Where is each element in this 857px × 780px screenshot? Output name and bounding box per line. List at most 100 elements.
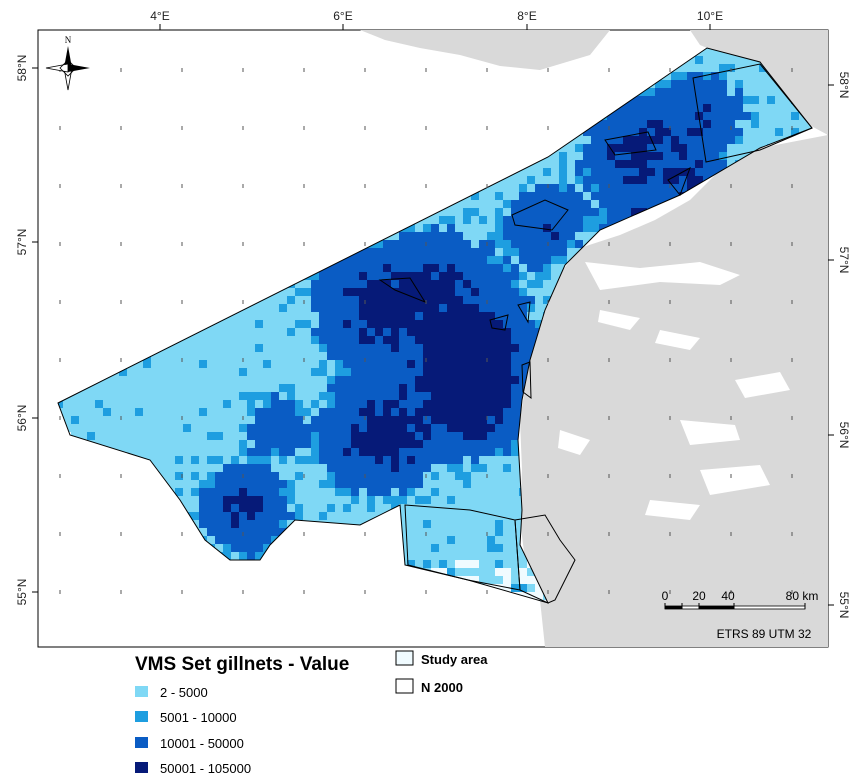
raster-cell xyxy=(303,432,311,440)
raster-cell xyxy=(239,400,247,408)
raster-cell xyxy=(207,472,215,480)
raster-cell xyxy=(135,368,143,376)
raster-cell xyxy=(471,416,479,424)
raster-cell xyxy=(519,336,527,344)
raster-cell xyxy=(743,96,751,104)
raster-cell xyxy=(447,528,455,536)
raster-cell xyxy=(399,400,407,408)
raster-cell xyxy=(279,360,287,368)
raster-cell xyxy=(119,416,127,424)
raster-cell xyxy=(439,464,447,472)
raster-cell xyxy=(719,120,727,128)
raster-cell xyxy=(383,296,391,304)
raster-cell xyxy=(711,168,719,176)
raster-cell xyxy=(695,160,703,168)
raster-cell xyxy=(463,352,471,360)
raster-cell xyxy=(519,360,527,368)
raster-cell xyxy=(495,352,503,360)
raster-cell xyxy=(255,536,263,544)
raster-cell xyxy=(191,432,199,440)
raster-cell xyxy=(423,424,431,432)
raster-cell xyxy=(767,80,775,88)
raster-cell xyxy=(415,472,423,480)
raster-cell xyxy=(175,360,183,368)
raster-cell xyxy=(151,416,159,424)
raster-cell xyxy=(551,160,559,168)
raster-cell xyxy=(559,240,567,248)
raster-cell xyxy=(455,256,463,264)
raster-cell xyxy=(103,376,111,384)
raster-cell xyxy=(287,440,295,448)
raster-cell xyxy=(511,176,519,184)
raster-cell xyxy=(391,384,399,392)
raster-cell xyxy=(439,520,447,528)
raster-cell xyxy=(415,528,423,536)
raster-cell xyxy=(511,352,519,360)
raster-cell xyxy=(639,176,647,184)
raster-cell xyxy=(463,456,471,464)
raster-cell xyxy=(215,504,223,512)
raster-cell xyxy=(167,384,175,392)
raster-cell xyxy=(511,560,519,568)
raster-cell xyxy=(495,344,503,352)
raster-cell xyxy=(375,416,383,424)
raster-cell xyxy=(183,408,191,416)
raster-cell xyxy=(215,512,223,520)
raster-cell xyxy=(167,416,175,424)
raster-cell xyxy=(647,104,655,112)
raster-cell xyxy=(71,424,79,432)
raster-cell xyxy=(751,104,759,112)
raster-cell xyxy=(215,424,223,432)
raster-cell xyxy=(503,456,511,464)
raster-cell xyxy=(375,472,383,480)
raster-cell xyxy=(631,160,639,168)
raster-cell xyxy=(735,56,743,64)
raster-cell xyxy=(487,560,495,568)
raster-cell xyxy=(143,440,151,448)
raster-cell xyxy=(327,416,335,424)
raster-cell xyxy=(231,472,239,480)
raster-cell xyxy=(567,232,575,240)
raster-cell xyxy=(247,496,255,504)
raster-cell xyxy=(471,280,479,288)
raster-cell xyxy=(167,424,175,432)
raster-cell xyxy=(279,408,287,416)
lat-label-right-55n: 55°N xyxy=(837,592,851,619)
raster-cell xyxy=(487,184,495,192)
raster-cell xyxy=(599,200,607,208)
raster-cell xyxy=(447,224,455,232)
n2000-skagerrak xyxy=(692,63,813,163)
raster-cell xyxy=(399,504,407,512)
raster-cell xyxy=(575,216,583,224)
raster-cell xyxy=(503,248,511,256)
raster-cell xyxy=(311,472,319,480)
scale-label-40: 40 xyxy=(721,589,735,603)
raster-cell xyxy=(391,488,399,496)
raster-cell xyxy=(111,408,119,416)
raster-cell xyxy=(655,168,663,176)
raster-cell xyxy=(439,472,447,480)
raster-cell xyxy=(479,440,487,448)
raster-cell xyxy=(567,192,575,200)
raster-cell xyxy=(727,96,735,104)
raster-cell xyxy=(679,96,687,104)
raster-cell xyxy=(423,256,431,264)
raster-cell xyxy=(255,400,263,408)
raster-cell xyxy=(639,136,647,144)
raster-cell xyxy=(479,240,487,248)
raster-cell xyxy=(599,152,607,160)
raster-cell xyxy=(455,264,463,272)
raster-cell xyxy=(447,288,455,296)
raster-cell xyxy=(503,424,511,432)
raster-cell xyxy=(471,344,479,352)
raster-cell xyxy=(207,480,215,488)
lat-label-left-57n: 57°N xyxy=(15,229,29,256)
raster-cell xyxy=(415,416,423,424)
raster-cell xyxy=(647,136,655,144)
raster-cell xyxy=(559,176,567,184)
raster-cell xyxy=(367,456,375,464)
raster-cell xyxy=(343,288,351,296)
raster-cell xyxy=(183,352,191,360)
raster-cell xyxy=(519,288,527,296)
raster-cell xyxy=(495,424,503,432)
